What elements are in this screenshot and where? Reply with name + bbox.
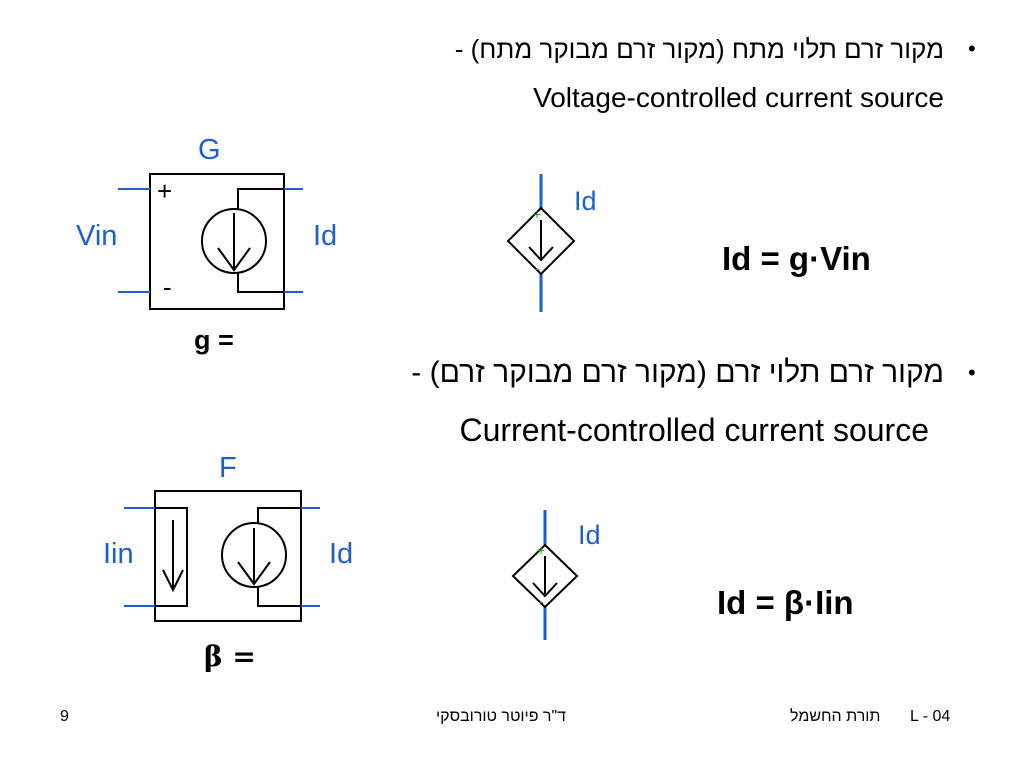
cccs-gain-param: β = (204, 640, 256, 673)
vccs-symbol-output-label: Id (574, 186, 597, 216)
vccs-source-circle (201, 208, 267, 274)
cccs-source-circle (221, 522, 287, 588)
footer-author: ד"ר פיוטר טורובסקי (436, 708, 567, 725)
section1-english-heading: Voltage-controlled current source (533, 82, 944, 113)
section2-english-heading: Current-controlled current source (459, 412, 929, 448)
cccs-diamond (511, 543, 579, 609)
cccs-terminals (124, 507, 320, 607)
cccs-symbol (511, 510, 579, 640)
cccs-output-label: Id (329, 538, 354, 570)
vccs-symbol-minus: - (535, 260, 540, 276)
vccs-plus-sign: + (157, 176, 173, 206)
vccs-symbol (506, 174, 576, 312)
cccs-symbol-plus: + (537, 542, 546, 558)
vccs-terminals (118, 188, 303, 293)
cccs-symbol-minus: - (539, 593, 544, 609)
vccs-box (149, 173, 285, 310)
section1-bullet: • (968, 36, 976, 61)
footer-lecture: L - 04 (910, 708, 951, 725)
cccs-symbol-output-label: Id (578, 520, 601, 550)
section2-bullet: • (968, 360, 976, 385)
cccs-block-letter: F (219, 452, 237, 484)
section1-hebrew-heading: מקור זרם תלוי מתח (מקור זרם מבוקר מתח) - (454, 34, 944, 64)
cccs-block (154, 490, 302, 622)
cccs-box (154, 490, 302, 622)
vccs-minus-sign: - (163, 272, 172, 302)
vccs-output-label: Id (313, 220, 338, 252)
vccs-equation: Id = g·Vin (722, 240, 871, 277)
section2-hebrew-heading: מקור זרם תלוי זרם (מקור זרם מבוקר זרם) - (411, 356, 944, 389)
vccs-block (149, 173, 300, 310)
footer-page-number: 9 (60, 708, 69, 725)
cccs-input-label: Iin (103, 538, 134, 570)
cccs-equation: Id = β·Iin (717, 584, 854, 621)
footer-course: תורת החשמל (790, 708, 881, 725)
vccs-symbol-plus: + (533, 206, 542, 222)
vccs-block-letter: G (198, 134, 221, 166)
vccs-gain-param: g = (194, 325, 234, 355)
vccs-diamond (506, 206, 576, 276)
vccs-input-label: Vin (76, 220, 118, 252)
